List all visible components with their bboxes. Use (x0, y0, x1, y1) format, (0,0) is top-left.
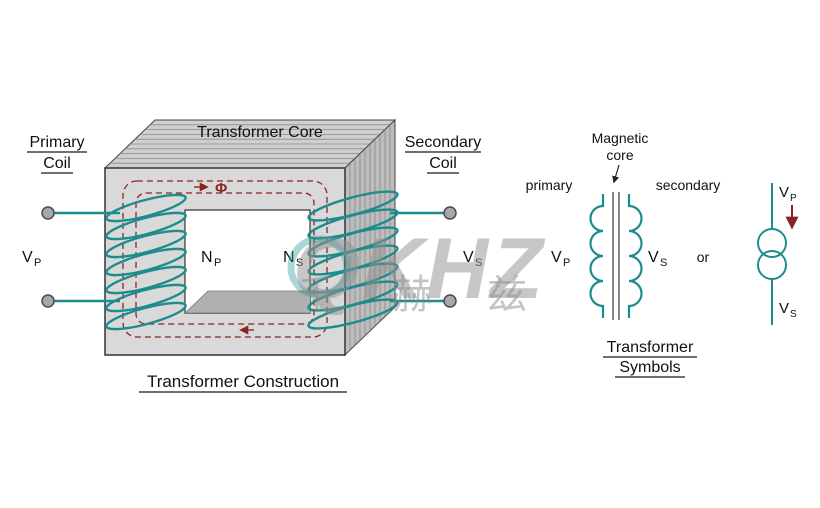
transformer-construction-group: Φ (22, 118, 482, 393)
primary-coil-label-line1: Primary (29, 134, 84, 151)
magnetic-core-label-line1: Magnetic (592, 130, 649, 146)
coil-turn (307, 298, 399, 330)
alt-vs-subscript: S (790, 309, 797, 320)
primary-coil-winding (105, 193, 187, 331)
alt-vs-label: V (779, 300, 789, 317)
wires (51, 211, 447, 303)
vp-subscript: P (34, 257, 41, 269)
core-top-laminations (110, 124, 390, 164)
terminals (41, 206, 457, 308)
alt-symbol-circle-top (757, 228, 787, 258)
np-subscript: P (214, 257, 221, 269)
symbol-vs-subscript: S (660, 257, 667, 269)
secondary-coil-label-line1: Secondary (405, 134, 482, 151)
secondary-symbol-label: secondary (656, 177, 721, 193)
coil-turn (105, 247, 187, 277)
symbol-secondary-coil (627, 194, 643, 318)
watermark: QKHZ 千赫兹 (287, 221, 582, 317)
secondary-terminal-bottom (443, 294, 457, 308)
primary-terminal-top (41, 206, 55, 220)
coil-turn (105, 283, 187, 313)
secondary-coil-winding (307, 190, 399, 330)
ns-label: N (283, 249, 295, 266)
watermark-q-ring (287, 235, 351, 299)
np-label: N (201, 249, 213, 266)
construction-caption: Transformer Construction (147, 372, 339, 391)
symbol-primary-coil (589, 194, 605, 318)
watermark-latin: QKHZ (293, 221, 546, 317)
alt-vp-subscript: P (790, 193, 797, 204)
transformer-symbol-alternative: V P V S (757, 183, 799, 325)
symbol-vp-subscript: P (563, 257, 570, 269)
alt-symbol-circle-bottom (757, 250, 787, 280)
vs-label: V (463, 249, 474, 266)
vs-subscript: S (475, 257, 482, 269)
secondary-terminal-top (443, 206, 457, 220)
primary-coil-label-line2: Coil (43, 155, 71, 172)
magnetic-core-pointer-arrow (612, 164, 620, 184)
symbols-caption-line2: Symbols (619, 359, 680, 376)
transformer-symbols-group: Magnetic core primary secondary V P V S … (526, 130, 799, 378)
symbol-vs-label: V (648, 249, 659, 266)
coil-turn (105, 193, 187, 223)
primary-symbol-label: primary (526, 177, 573, 193)
or-label: or (697, 249, 710, 265)
coil-turn (105, 265, 187, 295)
vp-label: V (22, 249, 33, 266)
magnetic-core-label-line2: core (606, 147, 633, 163)
symbol-vp-label: V (551, 249, 562, 266)
core-window-floor (185, 290, 310, 313)
transformer-symbol-standard (589, 192, 643, 320)
coil-turn (105, 211, 187, 241)
flux-symbol: Φ (215, 180, 227, 197)
coil-turn (105, 229, 187, 259)
alt-vp-label: V (779, 184, 789, 201)
ns-subscript: S (296, 257, 303, 269)
watermark-cjk: 千赫兹 (297, 273, 582, 317)
transformer-core-label: Transformer Core (197, 124, 323, 141)
primary-terminal-bottom (41, 294, 55, 308)
secondary-coil-label-line2: Coil (429, 155, 457, 172)
coil-turn (105, 301, 187, 331)
symbols-caption-line1: Transformer (607, 339, 694, 356)
